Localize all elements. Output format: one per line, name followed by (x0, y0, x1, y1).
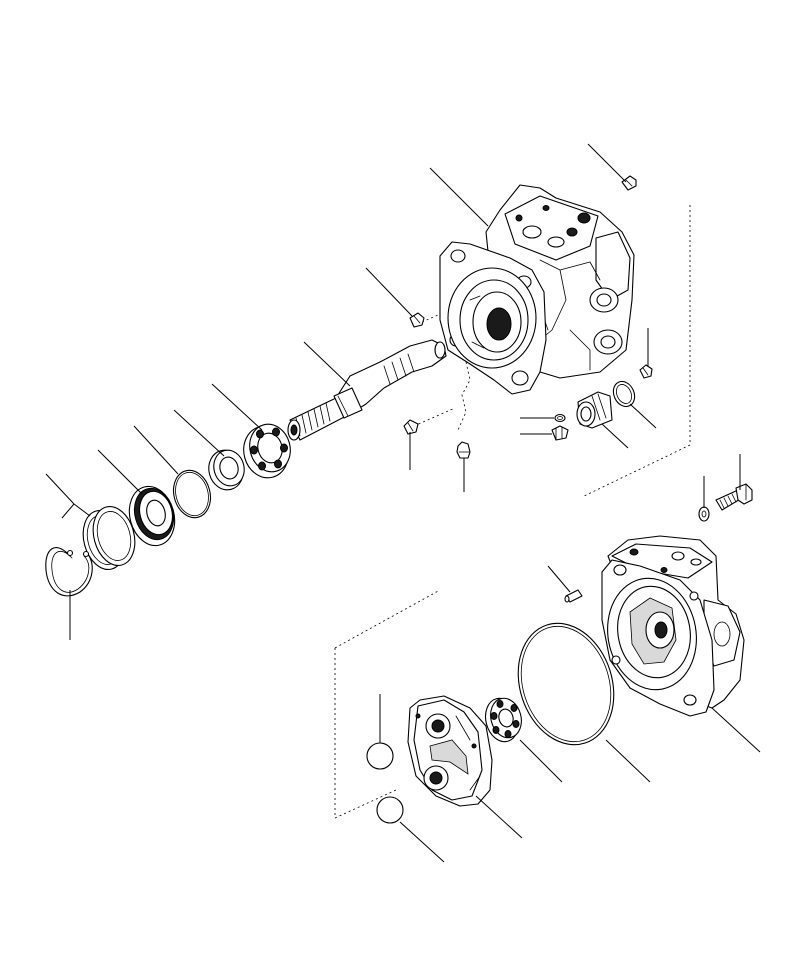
leader-lines (45, 143, 761, 863)
end-bearing (484, 697, 522, 743)
mounting-bolt (715, 483, 753, 511)
case-plug-lower (403, 419, 419, 435)
seal-retainer-ring (82, 506, 136, 570)
reference-circle-2 (376, 796, 404, 824)
case-plug-left (409, 312, 425, 328)
orifice-plug (551, 425, 569, 441)
fitting-lower (456, 441, 471, 459)
end-cap (601, 535, 745, 717)
shaft-bearing (243, 423, 291, 479)
assembly-boundary-lower (334, 589, 441, 819)
small-o-ring (554, 413, 566, 423)
end-cap-o-ring (517, 622, 615, 746)
input-shaft (287, 339, 447, 441)
assembly-boundary-upper (413, 205, 691, 498)
case-plug-top (621, 175, 637, 191)
snap-ring (45, 547, 93, 597)
bearing-spacer (208, 449, 245, 491)
pump-case (439, 184, 635, 395)
reference-circle-1 (366, 742, 394, 770)
dowel-pin (564, 589, 583, 603)
sleeve-o-ring (612, 380, 636, 408)
oil-seal (128, 485, 176, 547)
case-plug-right (639, 364, 653, 379)
valve-plate (407, 695, 493, 807)
shaft-o-ring (172, 469, 212, 519)
washer (698, 506, 710, 522)
servo-sleeve (576, 391, 613, 429)
